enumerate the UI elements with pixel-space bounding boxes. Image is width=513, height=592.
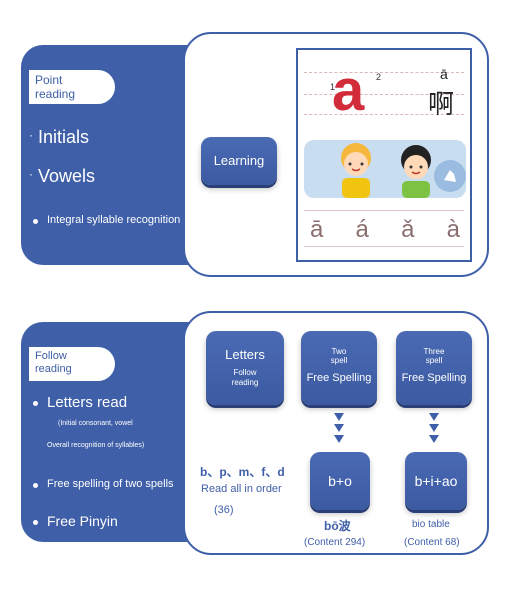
result-word-three: bio table (412, 519, 450, 530)
follow-reading-sub: Follow reading (231, 368, 259, 387)
initials-item: · Initials (29, 127, 90, 147)
tone-row: ā á ǎ à (310, 216, 460, 244)
bullet-dot (33, 483, 38, 488)
result-word-two: bō波 (324, 519, 351, 533)
two-spell-button[interactable]: Two spell Free Spelling (301, 331, 377, 405)
letters-follow-button[interactable]: Letters Follow reading (206, 331, 284, 405)
bullet-dot (33, 401, 38, 406)
free-spelling-two-item: Free spelling of two spells (47, 478, 174, 490)
result-b-o-button[interactable]: b+o (310, 452, 370, 510)
arrow-down-icon (334, 413, 344, 421)
letters-list: b、p、m、f、d (200, 465, 285, 479)
read-count: (36) (214, 504, 234, 516)
bullet-dot (33, 219, 38, 224)
note-line-1: (Initial consonant, vowel (58, 420, 133, 427)
learning-button[interactable]: Learning (201, 137, 277, 185)
bullet-dot (33, 520, 38, 525)
follow-reading-tab[interactable]: Follow reading (29, 347, 115, 381)
vowels-item: · Vowels (29, 166, 96, 186)
kids-scene (304, 140, 466, 198)
content-count-two: (Content 294) (304, 537, 366, 548)
note-line-2: Overall recognition of syllables) (47, 442, 145, 449)
two-spell-label: Free Spelling (306, 372, 372, 384)
free-pinyin-item: Free Pinyin (47, 513, 118, 529)
tone-4: à (446, 216, 460, 243)
arrow-down-icon (429, 413, 439, 421)
read-all-label: Read all in order (201, 483, 282, 495)
integral-syllable-item: Integral syllable recognition (47, 214, 181, 226)
two-spell-small: Two spell (330, 347, 348, 365)
three-spell-button[interactable]: Three spell Free Spelling (396, 331, 472, 405)
letters-title: Letters (225, 347, 265, 362)
three-spell-label: Free Spelling (401, 372, 467, 384)
stroke-number: 2 (376, 72, 382, 82)
arrow-down-icon (334, 424, 344, 432)
three-spell-small: Three spell (423, 347, 445, 365)
tone-3: ǎ (401, 216, 415, 243)
stroke-number: 1 (330, 82, 336, 92)
result-b-i-ao-button[interactable]: b+i+ao (405, 452, 467, 510)
arrow-down-icon (334, 435, 344, 443)
pinyin-label: ā (440, 66, 448, 82)
content-count-three: (Content 68) (404, 537, 460, 548)
arrow-down-icon (429, 435, 439, 443)
point-reading-tab[interactable]: Point reading (29, 70, 115, 104)
letters-read-item: Letters read (47, 394, 128, 411)
pinyin-illustration: a 1 2 ā 啊 ā á ǎ à (296, 48, 472, 262)
arrow-down-icon (429, 424, 439, 432)
letter-a-glyph: a (332, 58, 365, 123)
tone-1: ā (310, 216, 324, 243)
tone-2: á (355, 216, 369, 243)
hanzi-label: 啊 (428, 90, 455, 120)
